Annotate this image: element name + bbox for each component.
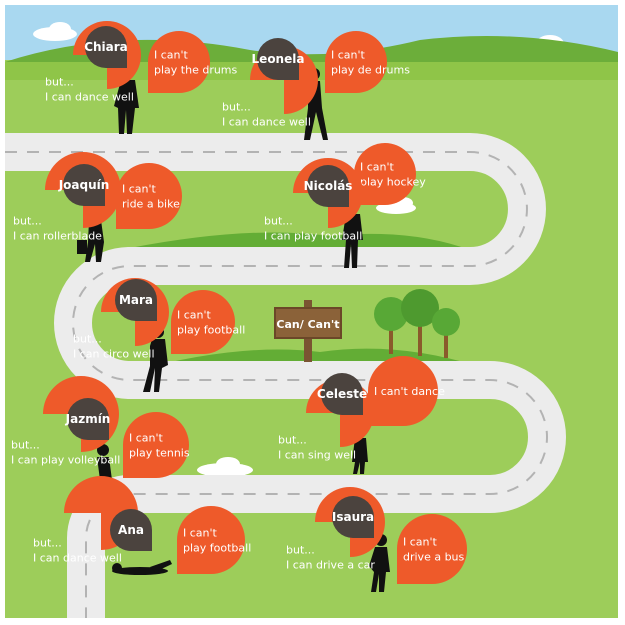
bubble-line-can: but... [13, 215, 42, 228]
bubble-line-can: but... [286, 544, 315, 557]
speech-bubble-cant-leonela: I can't play de drums [325, 31, 410, 93]
bubble-line-can: I can drive a car [286, 559, 375, 572]
bubble-line-cant: play football [177, 324, 245, 337]
bubble-line-cant: I can't dance [374, 385, 445, 398]
name-badge-celeste: Celeste [317, 373, 367, 415]
speech-bubble-cant-celeste: I can't dance [368, 356, 445, 426]
winding-road [5, 133, 566, 618]
name-badge-chiara: Chiara [84, 26, 128, 68]
tree-icon [432, 308, 460, 358]
speech-bubble-cant-ana: I can't play football [177, 506, 251, 574]
bubble-line-cant: I can't [403, 536, 438, 549]
bubble-line-cant: play tennis [129, 447, 190, 460]
tree-icon [374, 297, 408, 354]
name-label: Celeste [317, 387, 367, 401]
speech-bubble-cant-chiara: I can't play the drums [148, 31, 238, 93]
bubble-line-can: I can play football [264, 230, 362, 243]
name-badge-leonela: Leonela [252, 38, 305, 80]
bubble-line-cant: I can't [122, 183, 157, 196]
name-label: Nicolás [304, 179, 353, 193]
speech-bubble-cant-jazmin: I can't play tennis [123, 412, 190, 478]
speech-bubble-cant-joaquin: I can't ride a bike [116, 163, 182, 229]
cloud-icon [33, 22, 77, 41]
bubble-line-can: but... [222, 101, 251, 114]
name-badge-ana: Ana [110, 509, 152, 551]
can-cant-sign: Can/ Can't [274, 300, 342, 362]
name-badge-nicolas: Nicolás [304, 165, 353, 207]
name-badge-joaquin: Joaquín [58, 164, 110, 206]
speech-bubble-cant-isaura: I can't drive a bus [397, 514, 467, 584]
name-label: Ana [118, 523, 144, 537]
bubble-line-cant: I can't [177, 309, 212, 322]
bubble-line-cant: play de drums [331, 64, 410, 77]
sign-label: Can/ Can't [276, 318, 339, 331]
bubble-line-can: I can rollerblade [13, 230, 102, 243]
bubble-line-can: but... [278, 434, 307, 447]
bubble-line-can: I can circo well [73, 348, 155, 361]
person-silhouette-ana [112, 560, 172, 575]
cloud-icon [197, 457, 253, 477]
speech-bubble-cant-mara: I can't play football [171, 290, 245, 354]
bubble-line-cant: drive a bus [403, 551, 465, 564]
speech-bubble-cant-nicolas: I can't play hockey [354, 143, 426, 205]
name-label: Mara [119, 293, 153, 307]
name-label: Jazmín [65, 412, 111, 426]
bubble-line-can: I can dance well [33, 552, 122, 565]
bubble-line-can: I can sing well [278, 449, 356, 462]
name-label: Joaquín [58, 178, 110, 192]
name-badge-mara: Mara [115, 279, 157, 321]
bubble-line-cant: ride a bike [122, 198, 180, 211]
bubble-line-cant: I can't [360, 161, 395, 174]
bubble-line-can: but... [45, 76, 74, 89]
bubble-line-cant: play football [183, 542, 251, 555]
name-badge-jazmin: Jazmín [65, 398, 111, 440]
bubble-line-can: but... [73, 333, 102, 346]
name-label: Isaura [332, 510, 374, 524]
bubble-line-cant: I can't [183, 527, 218, 540]
name-badge-isaura: Isaura [332, 496, 374, 538]
bubble-line-can: but... [33, 537, 62, 550]
tree-icon [401, 289, 439, 356]
bubble-line-cant: I can't [154, 49, 189, 62]
bubble-line-cant: I can't [129, 432, 164, 445]
name-label: Chiara [84, 40, 128, 54]
bubble-line-cant: I can't [331, 49, 366, 62]
bubble-line-cant: play hockey [360, 176, 426, 189]
bubble-line-can: I can play volleyball [11, 454, 120, 467]
bubble-line-can: I can dance well [45, 91, 134, 104]
bubble-line-can: but... [264, 215, 293, 228]
bubble-line-can: but... [11, 439, 40, 452]
name-label: Leonela [252, 52, 305, 66]
bubble-line-cant: play the drums [154, 64, 238, 77]
bubble-line-can: I can dance well [222, 116, 311, 129]
